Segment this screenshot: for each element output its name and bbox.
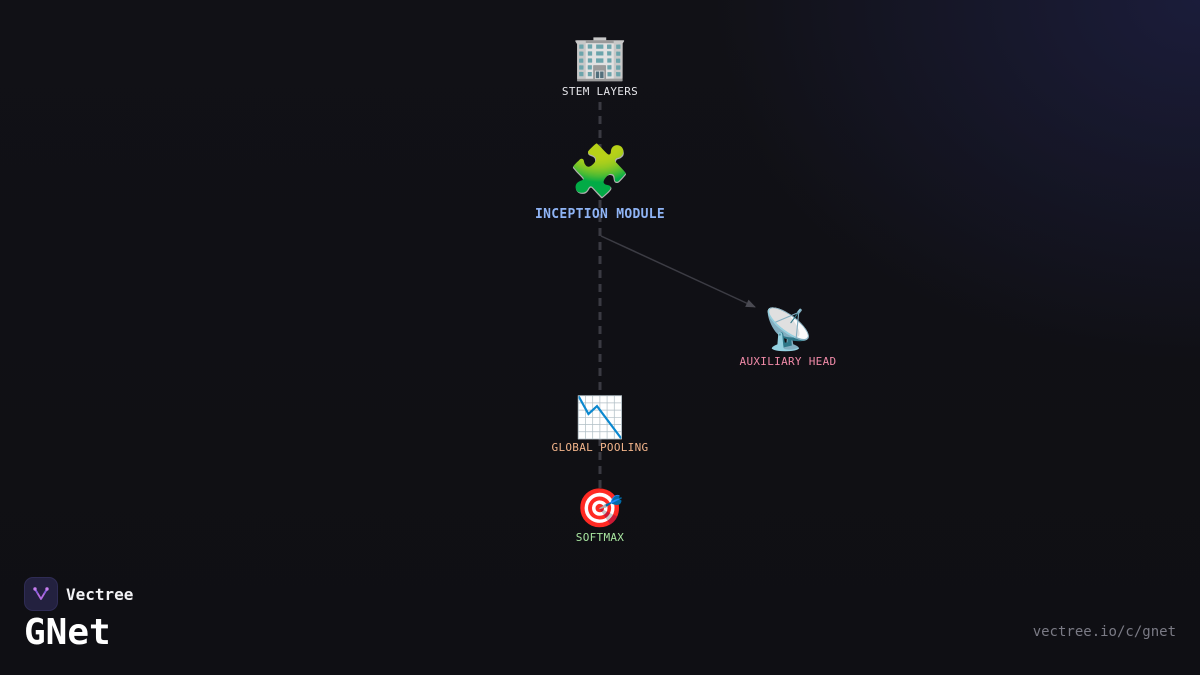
node-global-pooling[interactable]: 📉 GLOBAL POOLING xyxy=(552,398,649,454)
chart-decreasing-icon: 📉 xyxy=(575,395,625,441)
node-auxiliary-head[interactable]: 📡 AUXILIARY HEAD xyxy=(740,310,837,368)
vectree-logo-icon xyxy=(24,577,58,611)
bullseye-target-icon: 🎯 xyxy=(576,486,624,530)
inception-to-auxiliary-arrow xyxy=(600,235,756,308)
node-stem-layers[interactable]: 🏢 STEM LAYERS xyxy=(561,32,639,99)
node-label: INCEPTION MODULE xyxy=(534,207,666,222)
office-building-icon: 🏢 xyxy=(572,32,628,83)
node-label: STEM LAYERS xyxy=(561,85,639,98)
diagram-title: GNet xyxy=(24,612,111,653)
node-softmax[interactable]: 🎯 SOFTMAX xyxy=(576,489,624,544)
source-url-link[interactable]: vectree.io/c/gnet xyxy=(1032,624,1176,640)
node-inception-module[interactable]: 🧩 INCEPTION MODULE xyxy=(535,146,665,222)
node-label: SOFTMAX xyxy=(575,531,625,544)
node-label: GLOBAL POOLING xyxy=(551,441,649,454)
brand: Vectree xyxy=(24,577,133,611)
puzzle-piece-icon: 🧩 xyxy=(568,142,632,200)
brand-name: Vectree xyxy=(66,584,134,604)
node-label: AUXILIARY HEAD xyxy=(739,355,837,368)
satellite-antenna-icon: 📡 xyxy=(763,307,813,353)
